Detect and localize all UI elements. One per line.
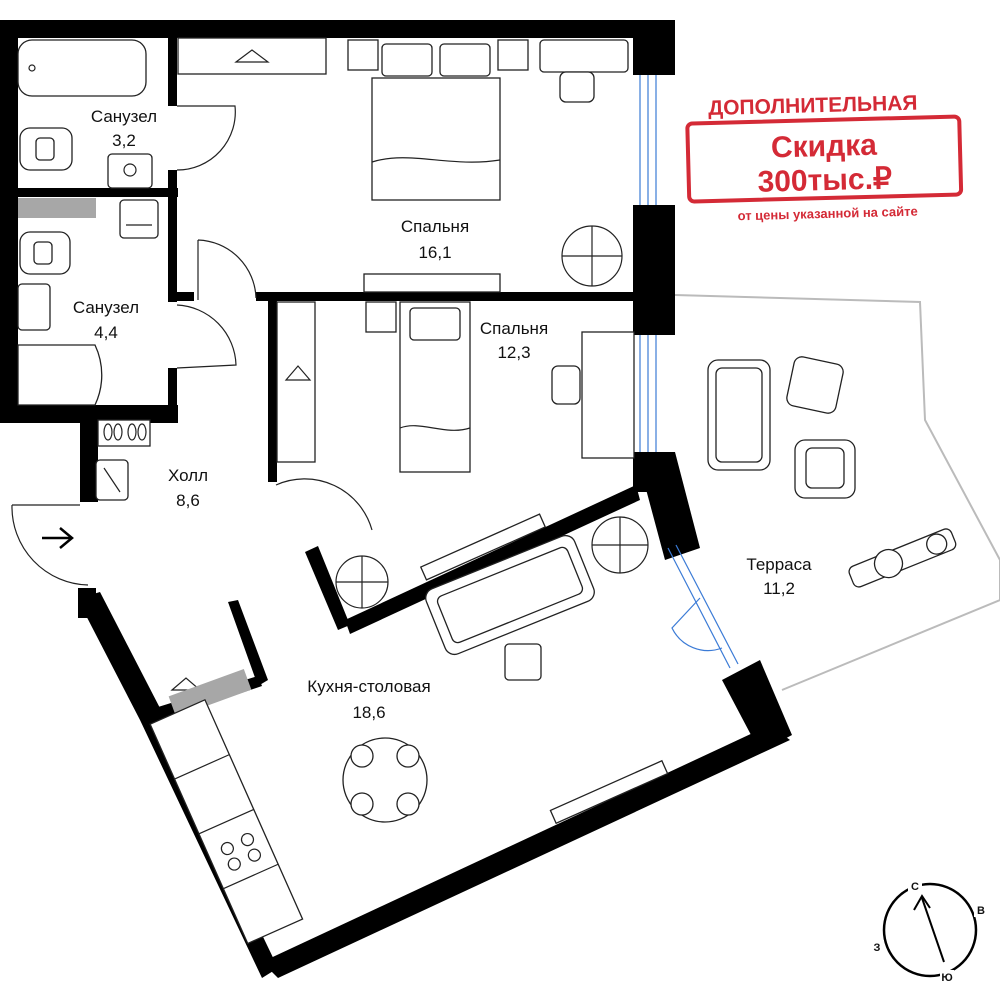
sink-1 <box>107 153 153 189</box>
bathtub <box>17 39 147 97</box>
svg-text:Спальня: Спальня <box>480 319 548 338</box>
room-label-bedroom2: Спальня 12,3 <box>480 319 548 362</box>
promo-line2: 300тыс.₽ <box>757 162 892 199</box>
nightstand-2 <box>497 39 529 71</box>
wardrobe-1 <box>177 37 327 75</box>
terrace-armchair <box>794 439 856 499</box>
svg-text:18,6: 18,6 <box>352 703 385 722</box>
svg-text:3,2: 3,2 <box>112 131 136 150</box>
closet-hanger-icon <box>170 677 202 691</box>
svg-text:Холл: Холл <box>168 466 208 485</box>
promo-line1: Скидка <box>771 129 878 165</box>
sink-2 <box>17 283 51 331</box>
compass-west: З <box>874 942 881 954</box>
terrace-sofa <box>707 359 771 471</box>
plant-1 <box>561 225 623 287</box>
room-label-bath1: Санузел 3,2 <box>91 107 157 150</box>
bed-1 <box>371 43 501 201</box>
toilet-1 <box>19 127 73 171</box>
svg-text:Спальня: Спальня <box>401 217 469 236</box>
bedroom1-dresser <box>363 273 501 293</box>
room-label-bedroom1: Спальня 16,1 <box>401 217 469 262</box>
compass-east: В <box>977 905 985 917</box>
room-label-bath2: Санузел 4,4 <box>73 298 139 342</box>
desk-2 <box>551 331 635 459</box>
promo-stamp: ДОПОЛНИТЕЛЬНАЯ Скидка 300тыс.₽ от цены у… <box>685 92 964 224</box>
arrow-right-icon <box>42 527 74 549</box>
plant-3 <box>591 516 649 574</box>
shower <box>17 344 103 406</box>
room-label-kitchen: Кухня-столовая 18,6 <box>307 677 430 722</box>
svg-text:16,1: 16,1 <box>418 243 451 262</box>
tv-stand <box>419 513 547 581</box>
washer-icon <box>119 199 159 239</box>
kitchen-counter <box>549 759 669 825</box>
nightstand-3 <box>365 301 397 333</box>
exercise-bike <box>848 528 957 588</box>
svg-text:Кухня-столовая: Кухня-столовая <box>307 677 430 696</box>
toilet-2 <box>19 231 71 275</box>
svg-text:11,2: 11,2 <box>763 579 795 598</box>
dining-table <box>342 737 428 823</box>
shoes-icon <box>97 419 151 447</box>
room-label-terrace: Терраса 11,2 <box>746 555 812 598</box>
kitchen-unit <box>149 698 304 945</box>
doors <box>11 105 373 586</box>
bath2-counter <box>18 198 96 218</box>
terrace-ottoman <box>786 356 844 414</box>
promo-box <box>685 114 964 204</box>
wardrobe-2 <box>276 301 316 463</box>
compass-icon: С В Ю З <box>870 880 988 984</box>
kitchen-counter-shade <box>168 668 252 718</box>
sofa <box>425 534 595 656</box>
svg-text:Санузел: Санузел <box>73 298 139 317</box>
nightstand-1 <box>347 39 379 71</box>
svg-text:8,6: 8,6 <box>176 491 200 510</box>
terrace-outline <box>674 294 1000 691</box>
bed-2 <box>399 301 471 473</box>
windows <box>639 75 739 669</box>
svg-text:Санузел: Санузел <box>91 107 157 126</box>
promo-note: от цены указанной на сайте <box>737 204 918 224</box>
compass-north: С <box>911 881 919 893</box>
svg-text:12,3: 12,3 <box>497 343 530 362</box>
plant-2 <box>335 555 389 609</box>
svg-text:Терраса: Терраса <box>746 555 812 574</box>
compass-south: Ю <box>941 972 952 984</box>
coffee-table <box>504 643 542 681</box>
promo-headline: ДОПОЛНИТЕЛЬНАЯ <box>708 92 918 120</box>
room-label-hall: Холл 8,6 <box>168 466 208 510</box>
svg-text:4,4: 4,4 <box>94 323 118 342</box>
hall-cabinet <box>95 459 129 501</box>
desk-1 <box>539 39 629 103</box>
